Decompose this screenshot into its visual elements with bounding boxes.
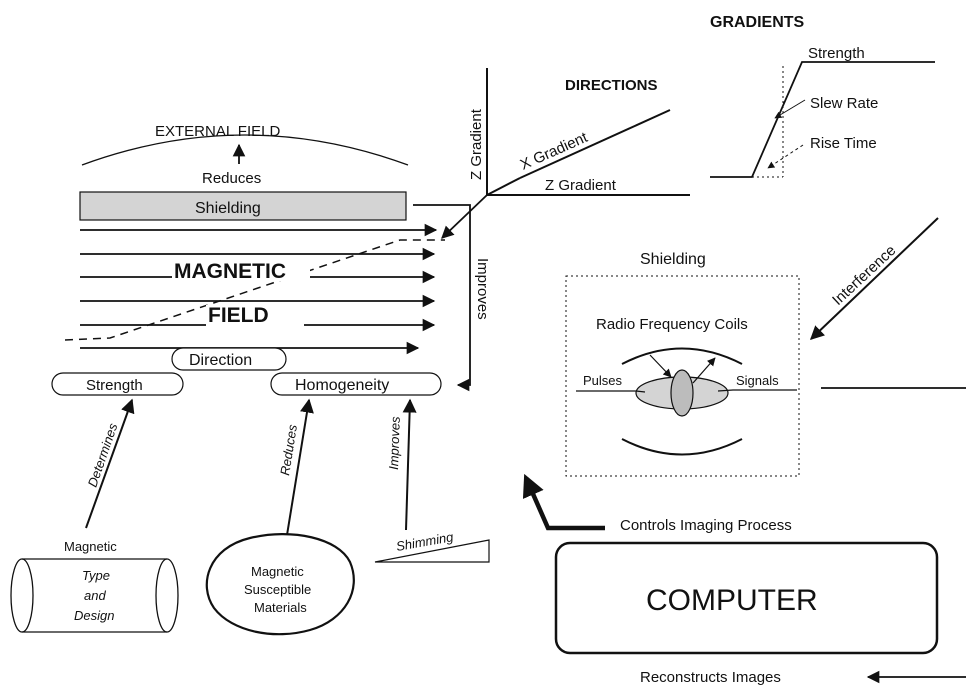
improves-vertical-label: Improves (474, 258, 491, 320)
improves-diag-label: Improves (386, 416, 403, 470)
materials-line-2: Susceptible (244, 582, 311, 597)
magnet-label: Magnetic (64, 539, 117, 554)
strength-label-magnet: Strength (86, 377, 143, 394)
field-label: FIELD (208, 304, 269, 327)
materials-line-1: Magnetic (251, 564, 304, 579)
magnet-and-label: and (84, 588, 106, 603)
slew-rate-pointer (774, 99, 806, 119)
magnetic-label: MAGNETIC (174, 260, 286, 283)
external-field-label: EXTERNAL FIELD (155, 123, 280, 140)
external-field-arc (81, 134, 409, 166)
slew-rate-label: Slew Rate (810, 95, 878, 112)
homogeneity-label: Homogeneity (295, 377, 389, 394)
computer-box (554, 541, 939, 655)
improves-connector (413, 204, 471, 392)
interference-label: Interference (829, 242, 899, 309)
reduces-label: Reduces (202, 170, 261, 187)
gradient-waveform (710, 61, 935, 178)
field-lines (80, 223, 438, 355)
magnet-cylinder (10, 558, 179, 633)
magnet-type-label: Type (82, 568, 110, 583)
strength-box (51, 372, 184, 396)
shielding-box (79, 191, 407, 221)
z-gradient-vertical-label: Z Gradient (468, 108, 485, 180)
rf-shielding-title: Shielding (640, 251, 706, 268)
signals-label: Signals (736, 373, 779, 388)
homogeneity-box (270, 372, 442, 396)
rf-coils-label: Radio Frequency Coils (596, 316, 748, 333)
materials-blob (205, 533, 355, 636)
directions-title: DIRECTIONS (565, 77, 658, 94)
direction-label: Direction (189, 352, 252, 369)
magnet-design-label: Design (74, 608, 114, 623)
pulses-label: Pulses (583, 373, 623, 388)
reconstructs-label: Reconstructs Images (640, 669, 781, 686)
field-dashed-line (64, 239, 445, 341)
strength-label: Strength (808, 45, 865, 62)
improves-diag-arrow (402, 398, 417, 531)
materials-line-3: Materials (254, 600, 307, 615)
controls-arrow (522, 473, 605, 531)
controls-label: Controls Imaging Process (620, 517, 792, 534)
shimming-wedge (374, 539, 490, 563)
gradients-title: GRADIENTS (710, 14, 805, 31)
gradient-to-field-arrow (441, 194, 488, 239)
rf-shielding-box (565, 275, 800, 477)
computer-label: COMPUTER (646, 584, 818, 617)
direction-box (171, 347, 287, 371)
determines-arrow (85, 398, 135, 529)
direction-axes (486, 68, 690, 196)
z-gradient-horizontal-label: Z Gradient (545, 177, 617, 194)
rf-coil-drawing (576, 347, 797, 456)
rise-time-pointer (767, 144, 804, 169)
rise-time-label: Rise Time (810, 135, 877, 152)
reduces-diag-arrow (286, 398, 314, 536)
interference-arrow (809, 217, 939, 340)
reduces-diag-label: Reduces (277, 423, 300, 477)
shielding-box-label: Shielding (195, 200, 261, 217)
